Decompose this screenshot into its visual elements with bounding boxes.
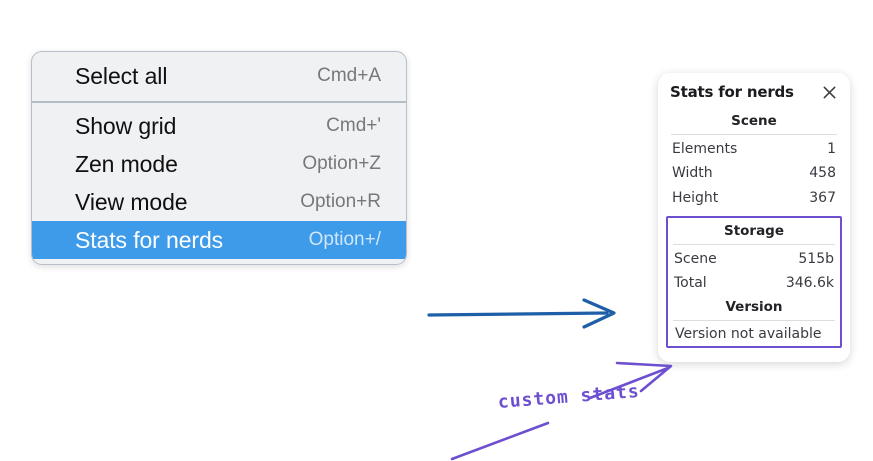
custom-stats-highlight-box: Storage Scene 515b Total 346.6k Version … [666, 215, 842, 349]
menu-item-shortcut: Cmd+A [317, 65, 381, 86]
stat-value: 515b [798, 250, 834, 267]
menu-item-shortcut: Option+Z [302, 153, 381, 174]
stat-row-elements: Elements 1 [670, 137, 838, 161]
purple-tail-stroke-annotation [450, 421, 550, 461]
divider [671, 134, 837, 135]
menu-item-label: Stats for nerds [75, 226, 224, 253]
menu-item-shortcut: Cmd+' [326, 115, 381, 136]
divider [673, 243, 835, 245]
stats-panel-header: Stats for nerds [670, 83, 838, 101]
stat-key: Scene [674, 250, 717, 267]
divider [673, 320, 835, 322]
menu-item-view-mode[interactable]: View mode Option+R [32, 183, 406, 221]
stats-group-scene: Scene Elements 1 Width 458 Height 367 [670, 109, 838, 210]
menu-item-show-grid[interactable]: Show grid Cmd+' [32, 107, 406, 145]
stat-value: 346.6k [785, 275, 834, 292]
menu-item-label: Show grid [75, 112, 177, 139]
menu-item-label: Zen mode [75, 150, 178, 177]
group-heading-scene: Scene [731, 113, 777, 129]
menu-section-primary: Select all Cmd+A [32, 52, 406, 101]
menu-item-shortcut: Option+R [300, 191, 381, 212]
group-heading-version: Version [725, 299, 783, 316]
stat-value: 367 [809, 189, 836, 206]
menu-item-select-all[interactable]: Select all Cmd+A [32, 57, 406, 95]
stat-row-storage-total: Total 346.6k [672, 271, 836, 295]
close-icon[interactable] [821, 84, 838, 101]
stat-row-storage-scene: Scene 515b [672, 247, 836, 271]
version-note: Version not available [675, 326, 822, 343]
stat-key: Total [674, 275, 707, 292]
stat-row-width: Width 458 [670, 161, 838, 185]
stat-key: Elements [672, 141, 738, 157]
stats-group-storage: Storage Scene 515b Total 346.6k [672, 219, 836, 296]
panel-title: Stats for nerds [670, 83, 794, 101]
stats-group-version: Version Version not available [672, 295, 836, 343]
menu-item-stats-for-nerds[interactable]: Stats for nerds Option+/ [32, 221, 406, 259]
blue-arrow-annotation [427, 298, 616, 329]
menu-item-label: View mode [75, 188, 188, 215]
menu-item-label: Select all [75, 62, 168, 89]
stat-key: Width [672, 165, 713, 182]
stats-for-nerds-panel: Stats for nerds Scene Elements 1 Width 4… [658, 73, 850, 363]
stat-row-height: Height 367 [670, 186, 838, 210]
annotation-label-custom-stats: custom stats [497, 380, 641, 413]
stat-key: Height [672, 189, 719, 206]
context-menu: Select all Cmd+A Show grid Cmd+' Zen mod… [31, 51, 407, 265]
group-heading-storage: Storage [723, 222, 785, 239]
menu-item-shortcut: Option+/ [308, 229, 381, 250]
stat-value: 1 [827, 141, 836, 157]
menu-section-view: Show grid Cmd+' Zen mode Option+Z View m… [32, 101, 406, 264]
menu-item-zen-mode[interactable]: Zen mode Option+Z [32, 145, 406, 183]
stat-value: 458 [809, 165, 836, 182]
